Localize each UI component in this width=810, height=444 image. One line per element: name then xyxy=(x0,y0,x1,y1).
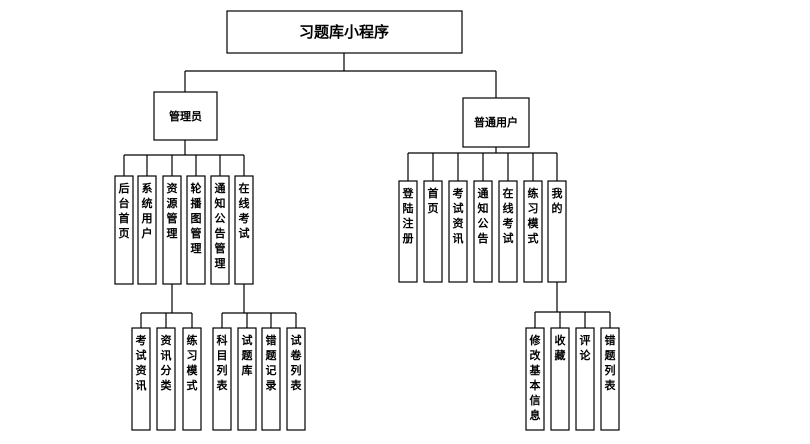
leaf-user-6-3-label: 错题列表 xyxy=(604,333,617,392)
module-admin-0-label: 后台首页 xyxy=(119,181,130,240)
module-user-1: 首页 xyxy=(423,180,443,283)
module-user-0: 登陆注册 xyxy=(398,180,418,283)
module-user-2: 考试资讯 xyxy=(448,180,468,283)
branch-user-label: 普通用户 xyxy=(474,115,518,129)
branch-user-node: 普通用户 xyxy=(462,97,530,148)
module-admin-3: 轮播图管理 xyxy=(186,175,206,285)
leaf-user-6-0: 修改基本信息 xyxy=(525,327,545,431)
leaf-admin-5-1: 试题库 xyxy=(237,327,257,431)
leaf-admin-2-0: 考试资讯 xyxy=(131,327,151,431)
leaf-user-6-3: 错题列表 xyxy=(600,327,620,431)
module-admin-3-label: 轮播图管理 xyxy=(191,181,203,255)
leaf-admin-5-0-label: 科目列表 xyxy=(216,333,229,392)
leaf-user-6-2-label: 评论 xyxy=(580,334,592,362)
module-admin-5-label: 在线考试 xyxy=(239,181,250,240)
module-user-5: 练习模式 xyxy=(523,180,543,283)
leaf-admin-5-3-label: 试卷列表 xyxy=(290,333,303,392)
leaf-admin-2-2: 练习模式 xyxy=(182,327,202,431)
leaf-admin-2-0-label: 考试资讯 xyxy=(136,333,147,392)
connector-lines xyxy=(123,53,611,328)
module-user-4-label: 在线考试 xyxy=(503,186,514,245)
leaf-admin-5-2-label: 错题记录 xyxy=(266,333,278,392)
module-admin-1: 系统用户 xyxy=(137,175,157,285)
module-user-0-label: 登陆注册 xyxy=(402,186,415,245)
leaf-admin-5-3: 试卷列表 xyxy=(286,327,306,431)
leaf-admin-2-1: 资讯分类 xyxy=(156,327,176,431)
module-user-2-label: 考试资讯 xyxy=(453,186,464,245)
leaf-admin-2-1-label: 资讯分类 xyxy=(161,333,173,392)
branch-admin-label: 管理员 xyxy=(169,109,202,123)
module-user-4: 在线考试 xyxy=(498,180,518,283)
leaf-user-6-1: 收藏 xyxy=(550,327,570,431)
module-admin-0: 后台首页 xyxy=(114,175,134,285)
leaf-admin-5-2: 错题记录 xyxy=(261,327,281,431)
root-node-label: 习题库小程序 xyxy=(299,23,389,41)
root-node: 习题库小程序 xyxy=(226,10,463,54)
leaf-admin-5-0: 科目列表 xyxy=(212,327,232,431)
module-admin-5: 在线考试 xyxy=(234,175,254,285)
branch-admin-node: 管理员 xyxy=(153,91,218,141)
module-admin-4-label: 通知公告管理 xyxy=(214,182,226,270)
module-admin-1-label: 系统用户 xyxy=(142,181,153,240)
leaf-user-6-0-label: 修改基本信息 xyxy=(529,333,542,422)
module-user-3: 通知公告 xyxy=(473,180,493,283)
leaf-admin-2-2-label: 练习模式 xyxy=(187,333,199,392)
module-user-1-label: 首页 xyxy=(428,186,439,215)
module-admin-2: 资源管理 xyxy=(162,175,182,285)
leaf-user-6-2: 评论 xyxy=(575,327,595,431)
module-user-6-label: 我的 xyxy=(552,186,563,215)
module-admin-4: 通知公告管理 xyxy=(210,175,230,285)
module-user-6: 我的 xyxy=(547,180,567,283)
module-user-3-label: 通知公告 xyxy=(477,187,489,245)
leaf-admin-5-1-label: 试题库 xyxy=(242,333,254,377)
module-user-5-label: 练习模式 xyxy=(528,186,540,245)
module-admin-2-label: 资源管理 xyxy=(167,181,178,240)
leaf-user-6-1-label: 收藏 xyxy=(555,333,566,362)
